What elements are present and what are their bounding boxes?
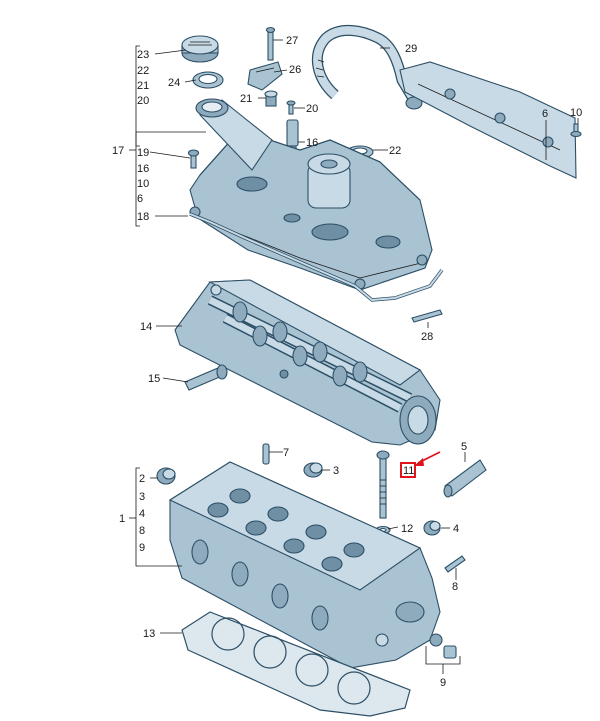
label-26: 26	[289, 64, 301, 76]
camshaft-housing	[174, 279, 441, 446]
label-7: 7	[283, 447, 289, 459]
red-arrow-icon	[414, 451, 441, 466]
bolt-15	[184, 364, 228, 391]
label-6b: 6	[137, 193, 143, 205]
label-23: 23	[137, 49, 149, 61]
label-21b: 21	[240, 93, 252, 105]
bolt-27	[265, 26, 276, 61]
label-13: 13	[143, 628, 155, 640]
seal-3	[303, 462, 323, 478]
label-2: 2	[139, 473, 145, 485]
valve-cover	[189, 98, 433, 291]
label-17: 17	[112, 145, 124, 157]
label-22b: 22	[389, 145, 401, 157]
head-bolt	[376, 450, 390, 519]
label-3b: 3	[333, 465, 339, 477]
valve-cover-gasket	[189, 212, 444, 302]
oil-filler-cap	[181, 35, 219, 63]
label-4: 4	[139, 508, 145, 520]
bracket-26	[247, 61, 283, 91]
breather-hose	[311, 25, 423, 110]
label-18: 18	[137, 211, 149, 223]
pin-7	[262, 443, 270, 465]
label-8b: 8	[452, 581, 458, 593]
leader-lines	[129, 39, 579, 674]
label-9b: 9	[440, 677, 446, 689]
heat-shield	[399, 61, 577, 179]
screw-20	[286, 100, 296, 115]
label-21: 21	[137, 80, 149, 92]
label-28: 28	[421, 331, 433, 343]
seal-2	[156, 467, 176, 485]
label-20b: 20	[306, 103, 318, 115]
label-9: 9	[139, 542, 145, 554]
stud-8	[444, 555, 466, 573]
label-8: 8	[139, 525, 145, 537]
label-19: 19	[137, 147, 149, 159]
bolt-10	[570, 123, 582, 138]
label-12: 12	[401, 523, 413, 535]
label-10: 10	[570, 107, 582, 119]
plug-9	[429, 633, 457, 659]
pin-28	[411, 309, 443, 323]
label-4b: 4	[453, 523, 459, 535]
label-14: 14	[140, 321, 152, 333]
head-gasket	[181, 611, 411, 717]
callout-labels: 23 22 21 20 24 27 26 21 20 16 22 29 6 10…	[112, 35, 582, 689]
label-15: 15	[148, 373, 160, 385]
highlight-box	[400, 462, 416, 478]
label-10b: 10	[137, 178, 149, 190]
label-27: 27	[286, 35, 298, 47]
seal-4	[423, 520, 441, 536]
sleeve-5	[443, 459, 487, 498]
camshafts	[207, 295, 413, 413]
label-1: 1	[119, 513, 125, 525]
label-5: 5	[461, 441, 467, 453]
label-11: 11	[403, 465, 414, 477]
grommet-21	[264, 90, 278, 107]
label-22: 22	[137, 65, 149, 77]
cylinder-head	[168, 461, 441, 669]
label-3: 3	[139, 491, 145, 503]
label-20: 20	[137, 95, 149, 107]
label-29: 29	[405, 43, 417, 55]
filler-cap-seal	[192, 71, 224, 89]
label-16b: 16	[137, 163, 149, 175]
cam-saddles	[207, 488, 365, 572]
screw-19	[187, 149, 200, 169]
label-16: 16	[306, 137, 318, 149]
label-24: 24	[168, 77, 180, 89]
label-6: 6	[542, 108, 548, 120]
